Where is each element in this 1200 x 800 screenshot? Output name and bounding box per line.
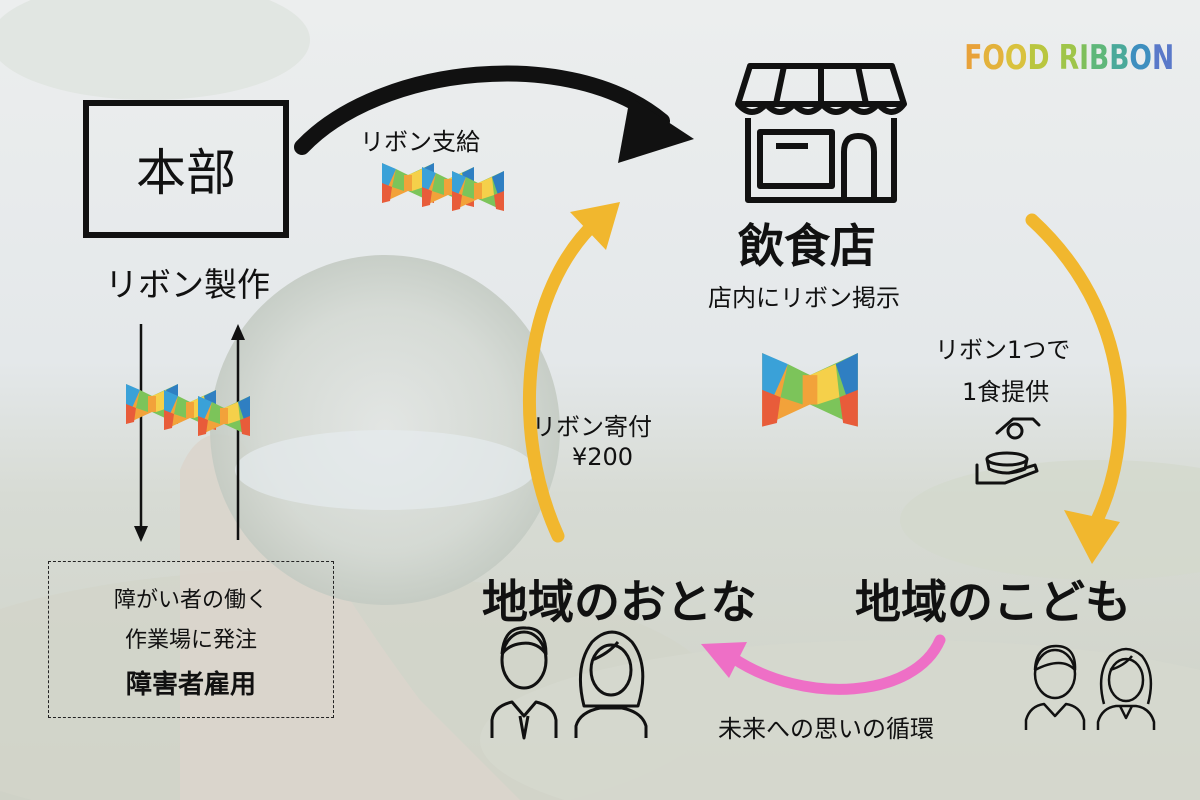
logo-letter: R (1058, 38, 1079, 78)
ribbon-icon (382, 163, 504, 211)
restaurant-caption: 店内にリボン掲示 (708, 284, 900, 312)
shop-icon (735, 63, 907, 203)
boy-icon (1024, 644, 1086, 730)
donation-label-line1: リボン寄付 (532, 413, 652, 441)
supply-label: リボン支給 (360, 128, 480, 156)
logo-letter: B (1088, 38, 1110, 78)
workplace-note-line1: 障がい者の働く (113, 588, 268, 613)
logo-letter: N (1151, 38, 1174, 78)
headquarters-box: 本部 (83, 100, 289, 238)
logo-letter: O (1004, 38, 1028, 78)
order-arrows (134, 324, 245, 542)
logo-letter: F (964, 38, 983, 78)
ribbon-icon (762, 353, 858, 427)
logo-letter: I (1078, 38, 1089, 78)
adults-label: 地域のおとな (482, 575, 757, 629)
children-label: 地域のこども (855, 575, 1131, 629)
logo-letter: D (1027, 38, 1050, 78)
headquarters-caption: リボン製作 (105, 265, 270, 304)
logo-letter (1049, 38, 1058, 78)
workplace-note-line2: 作業場に発注 (124, 628, 257, 653)
donation-arrow (523, 202, 620, 543)
logo-letter: B (1109, 38, 1130, 78)
meal-arrow (1025, 213, 1127, 564)
cycle-arrow (701, 634, 946, 695)
logo-letter: O (1129, 38, 1152, 78)
cycle-label: 未来への思いの循環 (718, 715, 934, 743)
restaurant-title: 飲食店 (738, 219, 876, 273)
donation-label-line2: ¥200 (572, 443, 634, 471)
donate-coin-icon (975, 417, 1041, 485)
supply-arrow (294, 65, 694, 163)
headquarters-title: 本部 (136, 144, 236, 202)
workplace-note-box: 障がい者の働く 作業場に発注 障害者雇用 (48, 561, 334, 718)
man-icon (490, 626, 558, 740)
workplace-note-line3: 障害者雇用 (125, 670, 256, 700)
logo-letter: O (982, 38, 1005, 78)
meal-note-line2: 1食提供 (962, 378, 1050, 406)
woman-icon (574, 630, 648, 738)
ribbon-icon (126, 384, 250, 436)
meal-note-line1: リボン1つで (935, 336, 1071, 364)
food-ribbon-logo: FOOD RIBBON (964, 38, 1174, 78)
girl-icon (1096, 647, 1156, 730)
